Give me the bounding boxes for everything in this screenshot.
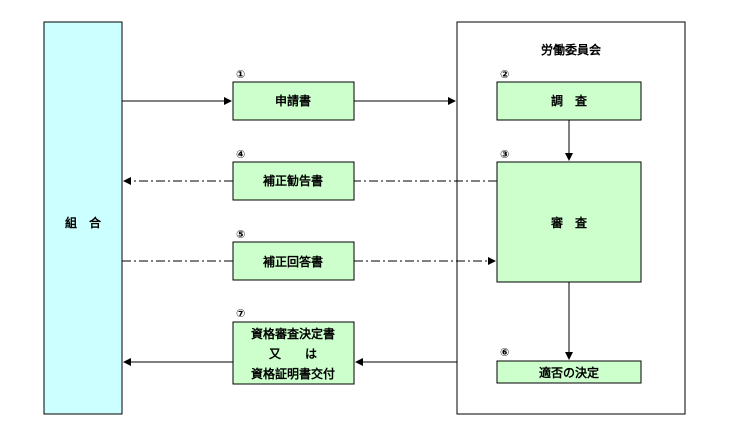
committee-label: 労働委員会: [541, 42, 602, 57]
correction-advice-label: 補正勧告書: [262, 173, 323, 188]
step-number-2: ②: [500, 68, 509, 81]
step-number-7: ⑦: [236, 307, 245, 320]
examination-label: 審 査: [550, 215, 588, 230]
union-box: [43, 21, 123, 415]
certificate-box: [232, 321, 355, 385]
certificate-label-line1: 資格審査決定書: [251, 326, 335, 341]
correction-reply-box: [232, 241, 355, 281]
application-label: 申請書: [275, 93, 311, 108]
investigation-box: [496, 81, 642, 121]
investigation-label: 調 査: [551, 93, 588, 108]
step-number-6: ⑥: [500, 346, 509, 359]
examination-box: [496, 161, 642, 283]
step-number-1: ①: [236, 68, 245, 81]
step-number-4: ④: [236, 148, 245, 161]
decision-box: [496, 360, 642, 384]
certificate-label-line3: 資格証明書交付: [251, 366, 335, 381]
union-label: 組 合: [65, 215, 102, 230]
correction-reply-label: 補正回答書: [262, 254, 323, 269]
step-number-3: ③: [500, 148, 509, 161]
step-number-5: ⑤: [236, 228, 245, 241]
decision-label: 適否の決定: [539, 365, 599, 380]
certificate-label-line2: 又 は: [268, 347, 317, 361]
application-box: [232, 81, 355, 121]
